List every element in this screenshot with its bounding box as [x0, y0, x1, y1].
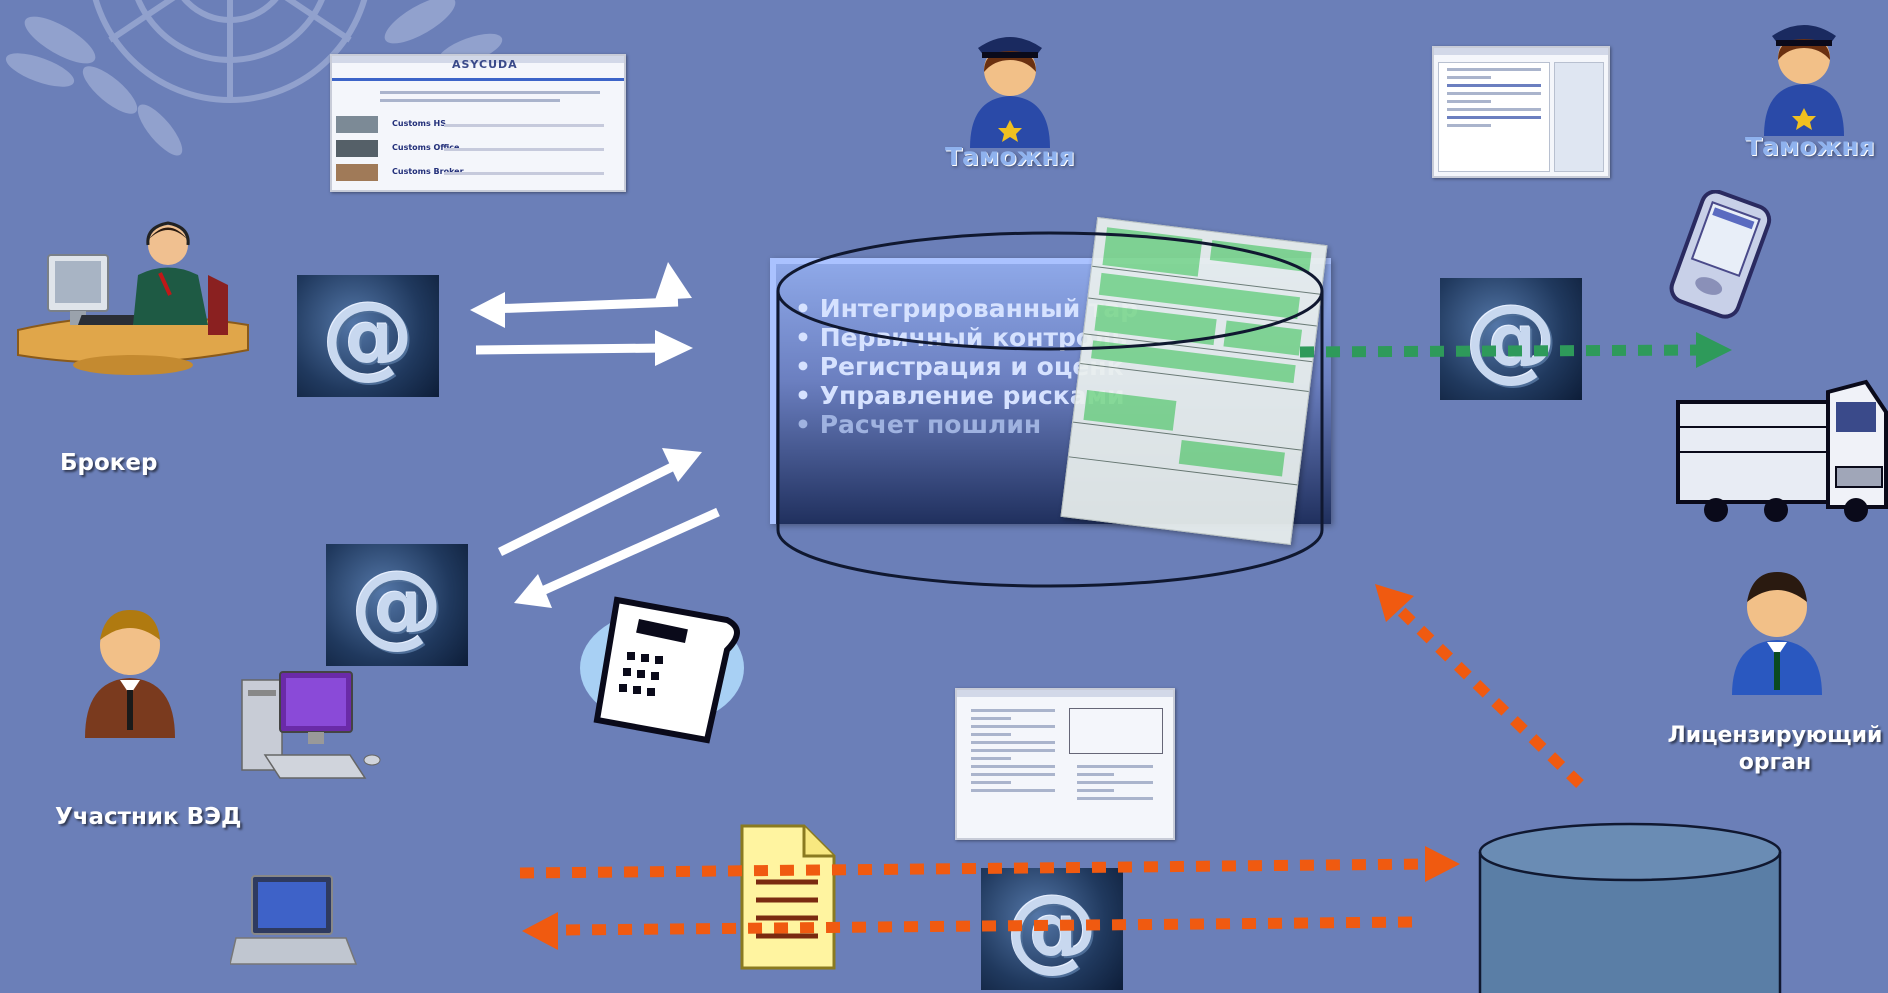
customs-label-1: Таможня — [945, 142, 1075, 171]
licensing-database-cylinder — [1478, 822, 1782, 993]
customs-label-2: Таможня — [1745, 132, 1875, 161]
email-glyph: @ — [351, 551, 443, 658]
green-dotted-arrow — [1299, 332, 1732, 368]
asycuda-row-hs: Customs HS — [336, 114, 612, 136]
licensing-label-line2: орган — [1738, 750, 1812, 775]
trader-label: Участник ВЭД — [55, 804, 242, 830]
trader-businessman-icon — [85, 610, 175, 738]
licensing-official-icon — [1732, 572, 1822, 695]
orange-dotted-arrows — [519, 584, 1584, 950]
asycuda-row-broker-label: Customs Broker — [392, 167, 464, 176]
email-glyph: @ — [1465, 285, 1557, 392]
laptop-icon — [230, 875, 358, 965]
asycuda-row-office: Customs Office — [336, 138, 612, 160]
customs-officer-icon — [1764, 25, 1844, 136]
licensing-label-line1: Лицензирующий — [1667, 723, 1883, 748]
truck-icon — [1676, 379, 1888, 522]
asycuda-row-hs-label: Customs HS — [392, 119, 446, 128]
asycuda-row-office-label: Customs Office — [392, 143, 460, 152]
white-arrows — [470, 262, 720, 608]
email-icon-trader: @ — [326, 544, 468, 666]
email-icon-broker: @ — [297, 275, 439, 397]
licensing-label: Лицензирующий орган — [1660, 722, 1888, 776]
asycuda-row-broker: Customs Broker — [336, 162, 612, 184]
pda-icon — [1669, 190, 1772, 319]
customs-app-screenshot — [1432, 46, 1610, 178]
email-icon-customs: @ — [1440, 278, 1582, 400]
broker-operator-icon — [17, 221, 249, 375]
asycuda-title: ASYCUDA — [452, 58, 518, 71]
emblem-watermark — [5, 0, 503, 156]
feature-duty-calculation: Расчет пошлин — [795, 410, 1138, 439]
declaration-form-screenshot — [955, 688, 1175, 840]
asycuda-screenshot: ASYCUDA Customs HS Customs Office Custom… — [330, 54, 626, 192]
email-glyph: @ — [322, 282, 414, 389]
fax-icon — [580, 596, 744, 744]
broker-label: Брокер — [60, 450, 158, 476]
feature-registration: Регистрация и оценк — [795, 352, 1138, 381]
workstation-computer-icon — [241, 671, 381, 779]
central-database-cylinder — [776, 231, 1324, 588]
customs-officer-icon — [970, 37, 1050, 148]
